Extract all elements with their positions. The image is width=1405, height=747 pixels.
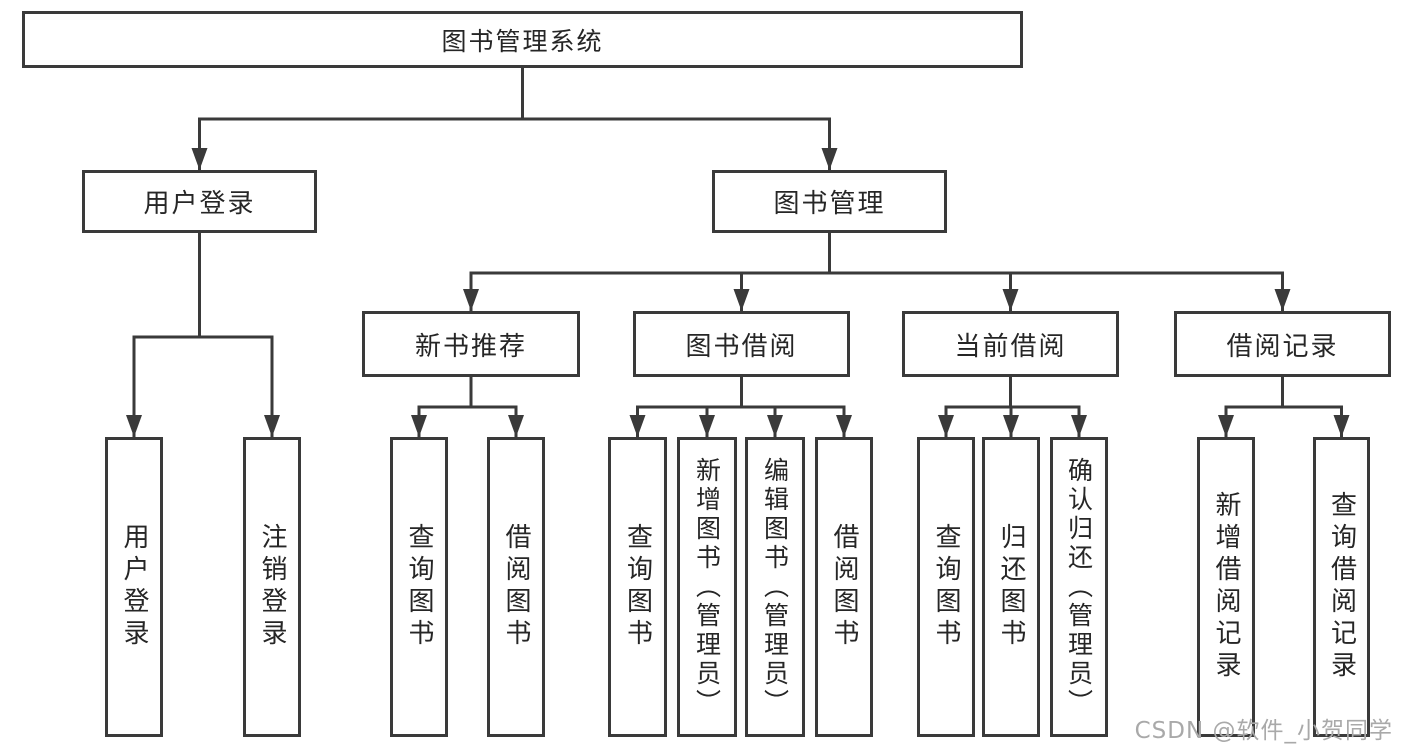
node-label: 图书管理 (773, 189, 886, 219)
leaf-user-login: 用户登录 (105, 437, 163, 737)
node-user-login: 用户登录 (82, 170, 317, 233)
node-label: 新书推荐 (414, 331, 527, 362)
leaf-borrow-books: 借阅图书 (815, 437, 873, 737)
leaf-label: 查询借阅记录 (1326, 491, 1357, 683)
node-book-borrowing: 图书借阅 (633, 311, 850, 377)
leaf-label: 查询图书 (622, 523, 653, 651)
leaf-label: 新增借阅记录 (1211, 491, 1241, 683)
leaf-label: 查询图书 (404, 523, 434, 651)
node-label: 借阅记录 (1226, 331, 1339, 362)
leaf-label: 借阅图书 (501, 523, 531, 651)
leaf-label: 借阅图书 (829, 523, 859, 651)
leaf-return-books: 归还图书 (982, 437, 1040, 737)
node-borrowing-records: 借阅记录 (1174, 311, 1391, 377)
leaf-label: 确认归还（管理员） (1064, 456, 1094, 718)
node-label: 图书借阅 (685, 331, 798, 362)
leaf-label: 用户登录 (119, 523, 149, 651)
node-label: 用户登录 (143, 189, 256, 219)
leaf-label: 注销登录 (257, 523, 287, 651)
node-new-book-recommendation: 新书推荐 (362, 311, 580, 377)
leaf-edit-book-admin: 编辑图书（管理员） (745, 437, 805, 737)
leaf-borrow-books-recommend: 借阅图书 (487, 437, 545, 737)
node-current-borrowing: 当前借阅 (902, 311, 1119, 377)
leaf-query-books-current: 查询图书 (917, 437, 975, 737)
leaf-query-books-borrow: 查询图书 (608, 437, 667, 737)
leaf-label: 编辑图书（管理员） (760, 456, 790, 718)
leaf-label: 归还图书 (996, 523, 1026, 651)
csdn-watermark: CSDN @软件_小贺同学 (1134, 718, 1393, 744)
node-book-management: 图书管理 (712, 170, 947, 233)
leaf-query-borrow-record: 查询借阅记录 (1313, 437, 1370, 737)
node-label: 图书管理系统 (441, 26, 604, 56)
leaf-add-book-admin: 新增图书（管理员） (677, 437, 737, 737)
leaf-logout: 注销登录 (243, 437, 301, 737)
leaf-label: 查询图书 (931, 523, 961, 651)
leaf-query-books-recommend: 查询图书 (390, 437, 448, 737)
leaf-confirm-return-admin: 确认归还（管理员） (1050, 437, 1108, 737)
node-library-management-system: 图书管理系统 (22, 11, 1023, 68)
node-label: 当前借阅 (954, 331, 1067, 362)
leaf-label: 新增图书（管理员） (692, 456, 722, 718)
leaf-add-borrow-record: 新增借阅记录 (1197, 437, 1255, 737)
